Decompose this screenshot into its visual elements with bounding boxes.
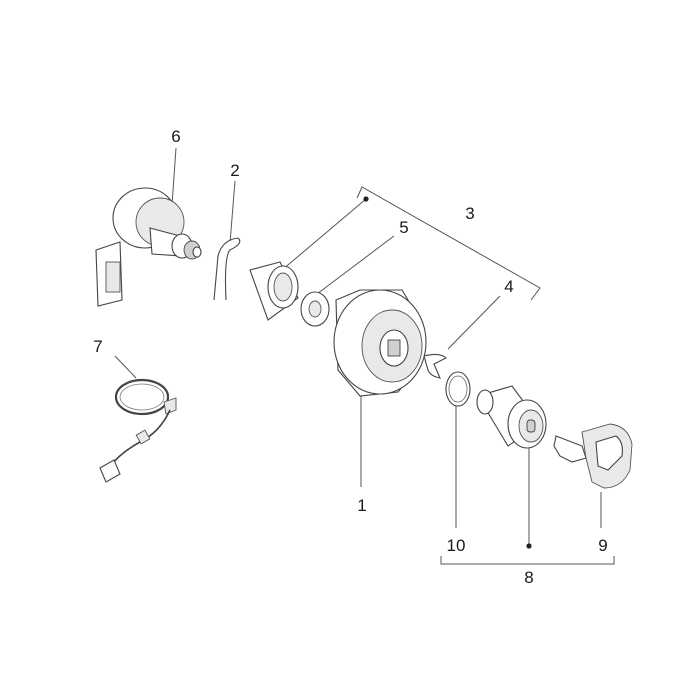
loop-ring [114,378,170,416]
connector-socket [105,261,121,293]
callout-2: 2 [230,161,239,180]
retaining-clip-body [423,353,447,379]
callout-7: 7 [93,337,102,356]
o-ring-outer [445,371,471,407]
callout-1: 1 [357,496,366,515]
cylinder-keyhole [526,419,536,433]
callout-5: 5 [399,218,408,237]
switch-tip-end [192,246,202,258]
callout-8: 8 [524,568,533,587]
part-1-lock-housing [333,289,427,397]
bracket-8 [440,556,615,565]
key-blade [553,435,587,463]
leader-2 [229,180,236,244]
callout-3: 3 [465,204,474,223]
o-ring-inner [448,375,468,403]
callout-6: 6 [171,127,180,146]
leader-3-sleeve [281,198,367,271]
callout-10: 10 [447,536,466,555]
wire-sleeve [135,429,151,445]
callout-4: 4 [504,277,513,296]
part-8-lock-cylinder [476,385,547,449]
part-4-retaining-clip [423,353,447,379]
part-9-key [553,423,633,489]
leader-lines [114,147,615,565]
housing-keyway [387,339,401,357]
part-5-washer [300,291,330,327]
key-head-inlay [595,435,623,471]
callout-labels: 6 2 3 5 4 7 1 10 9 8 [93,127,607,587]
part-6-ignition-switch [95,187,202,307]
wire-connector [99,459,121,483]
leader-4 [447,295,501,350]
leader-5 [312,235,395,298]
part-7-antenna-loop [99,378,177,483]
bracket-3 [356,186,541,301]
loop-ring-inner [119,383,165,411]
cylinder-back [476,389,494,415]
callout-9: 9 [598,536,607,555]
clip-body [213,237,241,301]
sleeve-bore [273,272,293,302]
leader-6 [171,147,177,206]
part-10-o-ring [445,371,471,407]
leader-dot-3 [363,196,369,202]
washer-hole [308,300,322,318]
part-2-spring-clip [213,237,241,301]
loop-clamp [163,397,177,415]
leader-7 [114,355,137,379]
part-3-sleeve [249,261,299,321]
leader-dot-8 [526,543,532,549]
